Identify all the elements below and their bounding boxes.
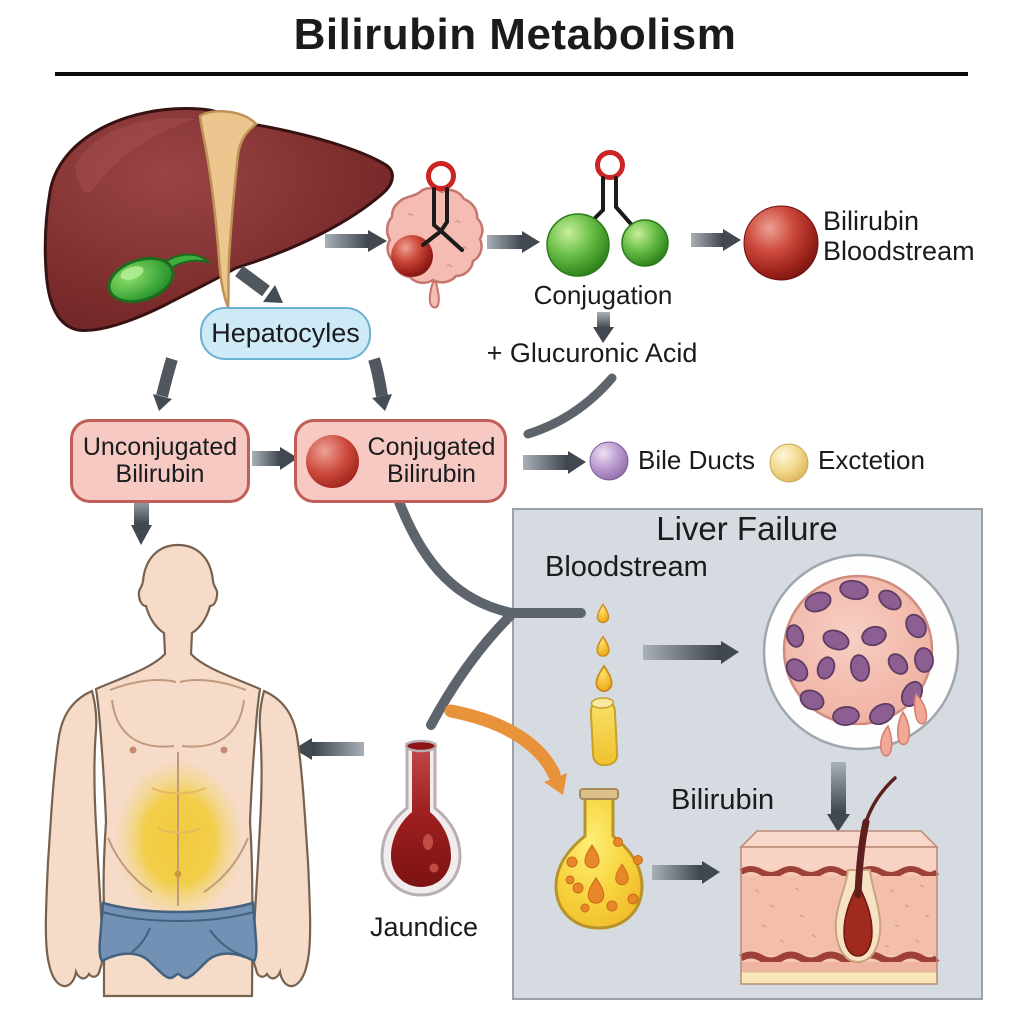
arrow-hepatocytes-to-unconjugated: [153, 357, 178, 411]
glucuronic-acid-label: + Glucuronic Acid: [486, 338, 698, 368]
gallbladder-icon: [107, 253, 212, 304]
left-nipple: [129, 746, 137, 754]
unconjugated-label: Unconjugated Bilirubin: [83, 434, 237, 488]
hepatocytes-label: Hepatocyles: [211, 317, 360, 348]
blood-vessel-illustration: [762, 553, 960, 757]
arrow-vessel-to-skin: [827, 762, 850, 832]
bilirubin-bloodstream-line1: Bilirubin: [823, 206, 920, 236]
arrow-unconjugated-to-conjugated: [252, 447, 298, 470]
right-nipple: [220, 746, 228, 754]
bilirubin-sphere-icon: [743, 205, 819, 281]
human-body-illustration: [44, 543, 312, 998]
conjugated-label: Conjugated Bilirubin: [359, 434, 504, 488]
jaundice-label: Jaundice: [369, 912, 479, 942]
arrow-flask-to-skin: [652, 861, 720, 884]
title-underline: [55, 72, 968, 76]
left-arm: [44, 689, 105, 988]
arrow-jaundice-to-body: [294, 738, 364, 760]
arrow-to-bile-ducts: [523, 451, 586, 474]
bilirubin-molecule-icon: [421, 161, 464, 252]
liver-failure-title: Liver Failure: [656, 510, 838, 547]
unconjugated-bilirubin-box: Unconjugated Bilirubin: [70, 419, 250, 503]
curve-conjugated-to-panel: [393, 494, 586, 618]
glucuronide-sphere-small: [621, 219, 669, 267]
hepatocyte-cell-icon: [385, 161, 484, 309]
bilirubin-droplets-icon: [595, 603, 613, 692]
arrow-unconjugated-to-body: [131, 497, 152, 545]
skin-cross-section-illustration: [739, 776, 940, 985]
navel: [174, 870, 182, 878]
arrow-liver-to-cell: [325, 230, 387, 252]
conjugated-bilirubin-box: Conjugated Bilirubin: [294, 419, 507, 503]
body-detail-lines: [107, 679, 249, 906]
arrow-conjugation-down: [593, 312, 614, 343]
page-title: Bilirubin Metabolism: [293, 10, 737, 59]
bilirubin-bloodstream-line2: Bloodstream: [823, 236, 975, 267]
conjugated-line2: Bilirubin: [387, 460, 476, 488]
unconjugated-line2: Bilirubin: [115, 460, 205, 488]
curve-panel-to-jaundice: [426, 611, 515, 730]
bilirubin-bloodstream-label: Bilirubin Bloodstream: [823, 206, 975, 266]
unconjugated-line1: Unconjugated: [82, 433, 238, 461]
conjugated-molecule-icon: [546, 150, 669, 277]
conjugation-label: Conjugation: [533, 280, 673, 310]
arrow-hepatocytes-to-conjugated: [368, 357, 392, 411]
arrow-liver-to-hepatocytes: [235, 265, 283, 303]
briefs: [98, 901, 258, 980]
falciform-ligament: [198, 110, 258, 308]
bile-ducts-label: Bile Ducts: [638, 445, 756, 475]
hepatocytes-box: Hepatocyles: [200, 307, 371, 360]
arrow-cell-to-conjugation: [487, 231, 540, 253]
bilirubin-flask-icon: [554, 788, 644, 930]
curve-glucuronic-to-conjugated: [523, 373, 617, 439]
conjugated-bilirubin-sphere-icon: [306, 434, 359, 488]
liver-illustration: [43, 107, 394, 332]
orange-arrow: [444, 704, 567, 795]
jaundice-tube-icon: [380, 739, 462, 897]
briefs-folds: [101, 911, 255, 957]
collection-tube-icon: [589, 697, 619, 767]
panel-bloodstream-label: Bloodstream: [545, 551, 708, 583]
bile-duct-sphere-icon: [589, 441, 629, 481]
arrow-droplets-to-vessel: [643, 641, 739, 664]
arrow-conjugation-to-bloodstream: [691, 229, 741, 251]
excretion-sphere-icon: [769, 443, 809, 483]
flow-arrows: [131, 229, 850, 884]
excretion-label: Exctetion: [818, 445, 925, 475]
hair-follicle-icon: [834, 776, 897, 964]
glucuronide-sphere-large: [546, 213, 610, 277]
panel-bilirubin-label: Bilirubin: [671, 784, 775, 816]
right-arm: [251, 689, 312, 988]
conjugated-line1: Conjugated: [367, 433, 496, 461]
flow-curves: [393, 373, 617, 730]
